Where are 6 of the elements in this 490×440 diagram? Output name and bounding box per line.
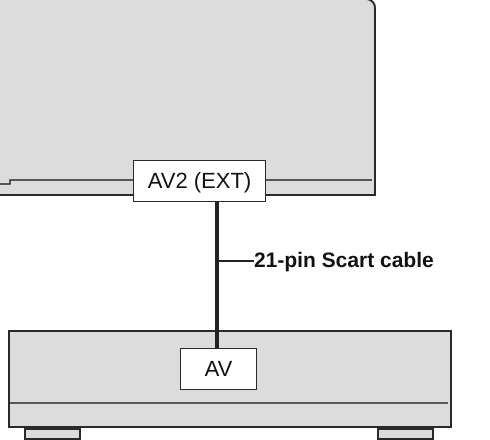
cable-line (215, 202, 219, 348)
port-label: AV2 (EXT) (133, 160, 266, 202)
device-drawing (8, 330, 452, 428)
leader-line (219, 260, 254, 262)
cable-label: 21-pin Scart cable (254, 246, 490, 276)
port-label: AV (180, 348, 257, 390)
